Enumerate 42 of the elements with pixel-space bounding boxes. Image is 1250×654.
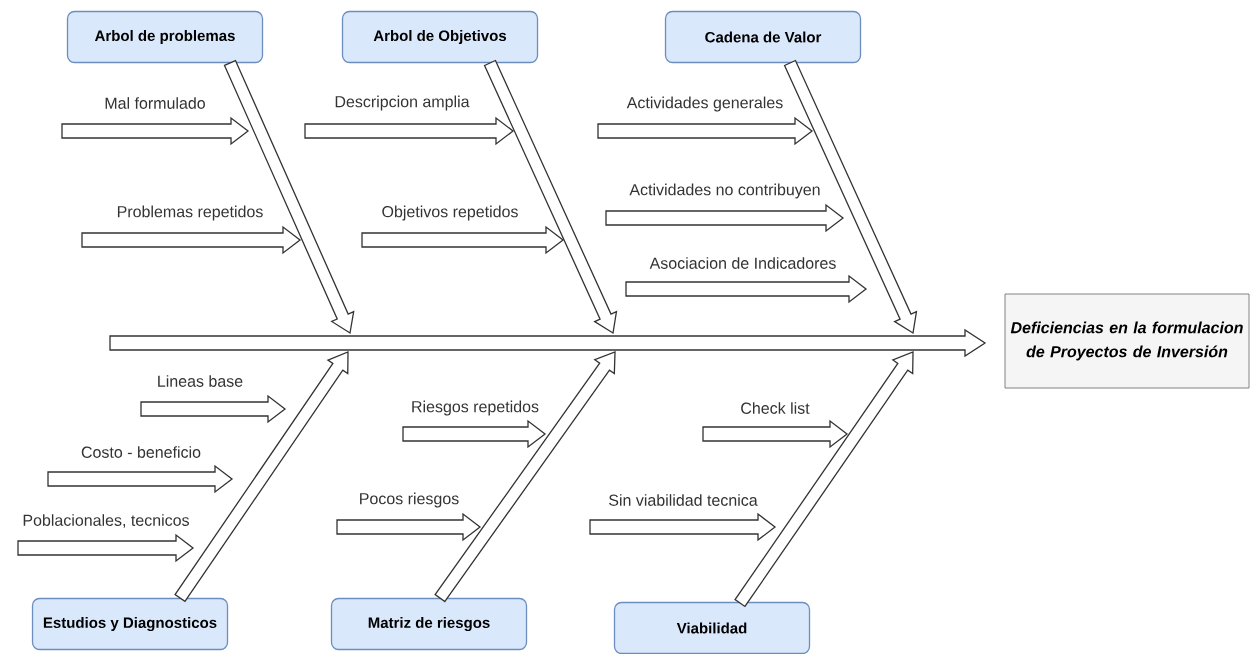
- cause-arrow: [402, 419, 547, 449]
- cause-arrow: [597, 116, 814, 146]
- cause-arrow: [605, 203, 845, 233]
- category-box: Arbol de problemas: [66, 10, 264, 64]
- cause-arrow: [625, 274, 868, 304]
- cause-label: Poblacionales, tecnicos: [23, 514, 189, 528]
- category-box: Cadena de Valor: [664, 10, 862, 64]
- cause-arrow: [702, 419, 849, 449]
- cause-arrow: [361, 225, 565, 255]
- category-box: Estudios y Diagnosticos: [31, 597, 229, 651]
- cause-label: Sin viabilidad tecnica: [609, 494, 758, 506]
- cause-label: Costo - beneficio: [81, 446, 201, 458]
- cause-label: Riesgos repetidos: [412, 400, 539, 416]
- cause-label: Problemas repetidos: [117, 205, 263, 221]
- cause-label: Objetivos repetidos: [382, 205, 518, 221]
- cause-arrow: [140, 394, 287, 424]
- bone-arrow: [734, 351, 914, 608]
- category-box: Matriz de riesgos: [330, 597, 528, 651]
- cause-arrow: [81, 225, 302, 255]
- cause-arrow: [17, 533, 195, 563]
- cause-label: Actividades generales: [626, 96, 783, 112]
- cause-arrow: [589, 512, 777, 542]
- cause-arrow: [61, 116, 250, 146]
- cause-arrow: [47, 464, 234, 494]
- bone-arrow: [174, 351, 349, 603]
- bone-arrow: [434, 351, 616, 603]
- bone-arrow: [483, 59, 618, 335]
- cause-arrow: [336, 512, 482, 542]
- bone-arrow: [783, 59, 918, 335]
- category-box: Viabilidad: [613, 601, 811, 654]
- category-box: Arbol de Objetivos: [341, 10, 539, 64]
- cause-label: Check list: [741, 402, 810, 414]
- spine-arrow: [109, 328, 987, 358]
- cause-arrow: [304, 116, 515, 146]
- bone-arrow: [223, 59, 355, 335]
- cause-label: Pocos riesgos: [360, 492, 459, 508]
- cause-label: Descripcion amplia: [335, 95, 470, 111]
- cause-label: Actividades no contribuyen: [629, 183, 820, 199]
- cause-label: Mal formulado: [105, 97, 205, 109]
- effect-box: Deficiencias en la formulacion de Proyectos de Inversión: [1004, 293, 1250, 389]
- cause-label: Asociacion de Indicadores: [649, 257, 836, 269]
- cause-label: Lineas base: [158, 375, 243, 387]
